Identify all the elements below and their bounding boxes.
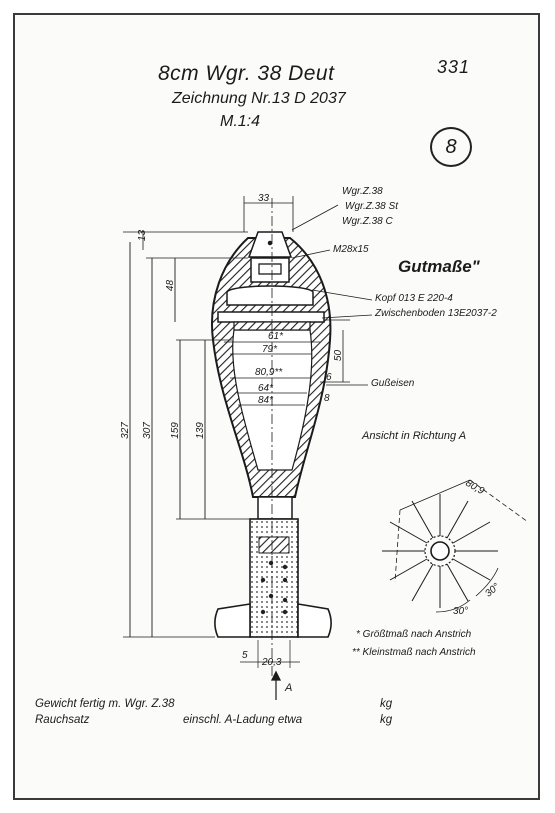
- dim-61: 61*: [268, 331, 284, 342]
- callout-thread: M28x15: [333, 244, 369, 255]
- view-a-figure: [382, 479, 529, 613]
- dim-80-9: 80,9**: [255, 367, 283, 378]
- dim-50: 50: [333, 349, 345, 362]
- callout-zwischenboden: Zwischenboden 13E2037-2: [375, 308, 497, 319]
- dim-159: 159: [169, 422, 181, 439]
- dim-79: 79*: [262, 344, 278, 355]
- callout-fuse-1: Wgr.Z.38: [342, 186, 383, 197]
- smoke-unit: kg: [380, 714, 393, 726]
- callout-kopf: Kopf 013 E 220-4: [375, 293, 453, 304]
- legend-max-note: * Größtmaß nach Anstrich: [356, 629, 472, 640]
- dim-tail-width: 20,3: [262, 657, 282, 668]
- dim-64: 64*: [258, 383, 274, 394]
- drawing-number: Zeichnung Nr.13 D 2037: [172, 90, 346, 107]
- smoke-label: Rauchsatz: [35, 714, 90, 726]
- gutmasse-label: Gutmaße": [398, 257, 480, 276]
- callout-fuse-2: Wgr.Z.38 St: [345, 201, 398, 212]
- dim-327: 327: [119, 422, 131, 439]
- head-chamber: [226, 285, 314, 306]
- dim-139: 139: [194, 422, 206, 439]
- callout-fuse-3: Wgr.Z.38 C: [342, 216, 393, 227]
- sheet-number: 331: [437, 57, 471, 77]
- dim-8: 8: [324, 393, 330, 404]
- view-a-title: Ansicht in Richtung A: [362, 430, 467, 442]
- arrow-a-label: A: [285, 682, 293, 694]
- weight-label: Gewicht fertig m. Wgr. Z.38: [35, 698, 175, 710]
- view-a-angle-1: 30°: [453, 606, 469, 617]
- dim-5: 5: [242, 650, 248, 661]
- circled-number: 8: [430, 127, 472, 167]
- tail-fin-left: [214, 603, 251, 638]
- dim-top-width: 33: [258, 193, 270, 204]
- dim-13: 13: [137, 229, 149, 242]
- tail-fin-right: [297, 603, 332, 638]
- smoke-description: einschl. A-Ladung etwa: [183, 714, 303, 726]
- dim-48: 48: [165, 279, 177, 292]
- callout-gusseisen: Gußeisen: [371, 378, 415, 389]
- dim-6: 6: [326, 372, 332, 383]
- dim-84: 84*: [258, 395, 274, 406]
- dim-307: 307: [141, 422, 153, 439]
- intermediate-plate: [217, 311, 325, 323]
- tail-neck: [257, 496, 293, 520]
- drawing-title: 8cm Wgr. 38 Deut: [158, 62, 335, 85]
- legend-min-note: ** Kleinstmaß nach Anstrich: [352, 647, 476, 658]
- weight-unit: kg: [380, 698, 393, 710]
- drawing-scale: M.1:4: [220, 113, 261, 130]
